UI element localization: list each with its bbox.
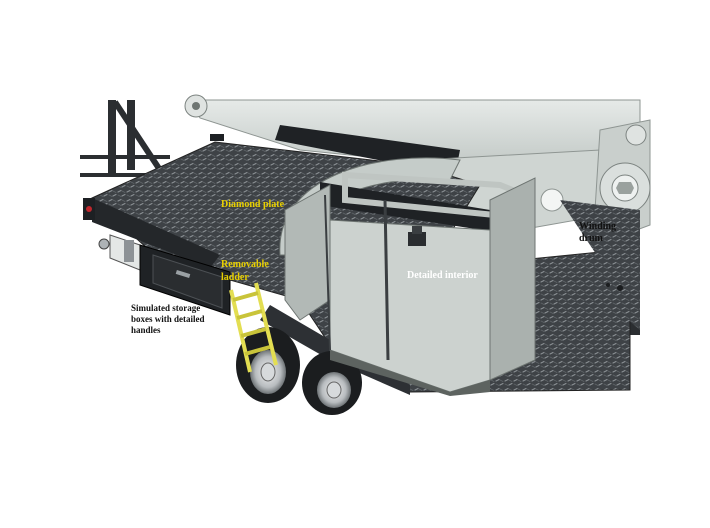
rear-frame xyxy=(80,100,170,177)
winding-drum-label: Winding drum xyxy=(579,221,617,244)
operator-cab xyxy=(279,157,536,396)
detailed-interior-label: Detailed interior xyxy=(407,270,478,281)
storage-boxes xyxy=(98,234,231,316)
storage-boxes-label: Simulated storage boxes with detailed ha… xyxy=(131,303,205,335)
removable-ladder xyxy=(229,282,278,373)
deck-bolts xyxy=(606,283,623,291)
diamond-plate-label: Diamond plate xyxy=(221,199,285,210)
removable-ladder-label: Removable ladder xyxy=(221,259,269,283)
